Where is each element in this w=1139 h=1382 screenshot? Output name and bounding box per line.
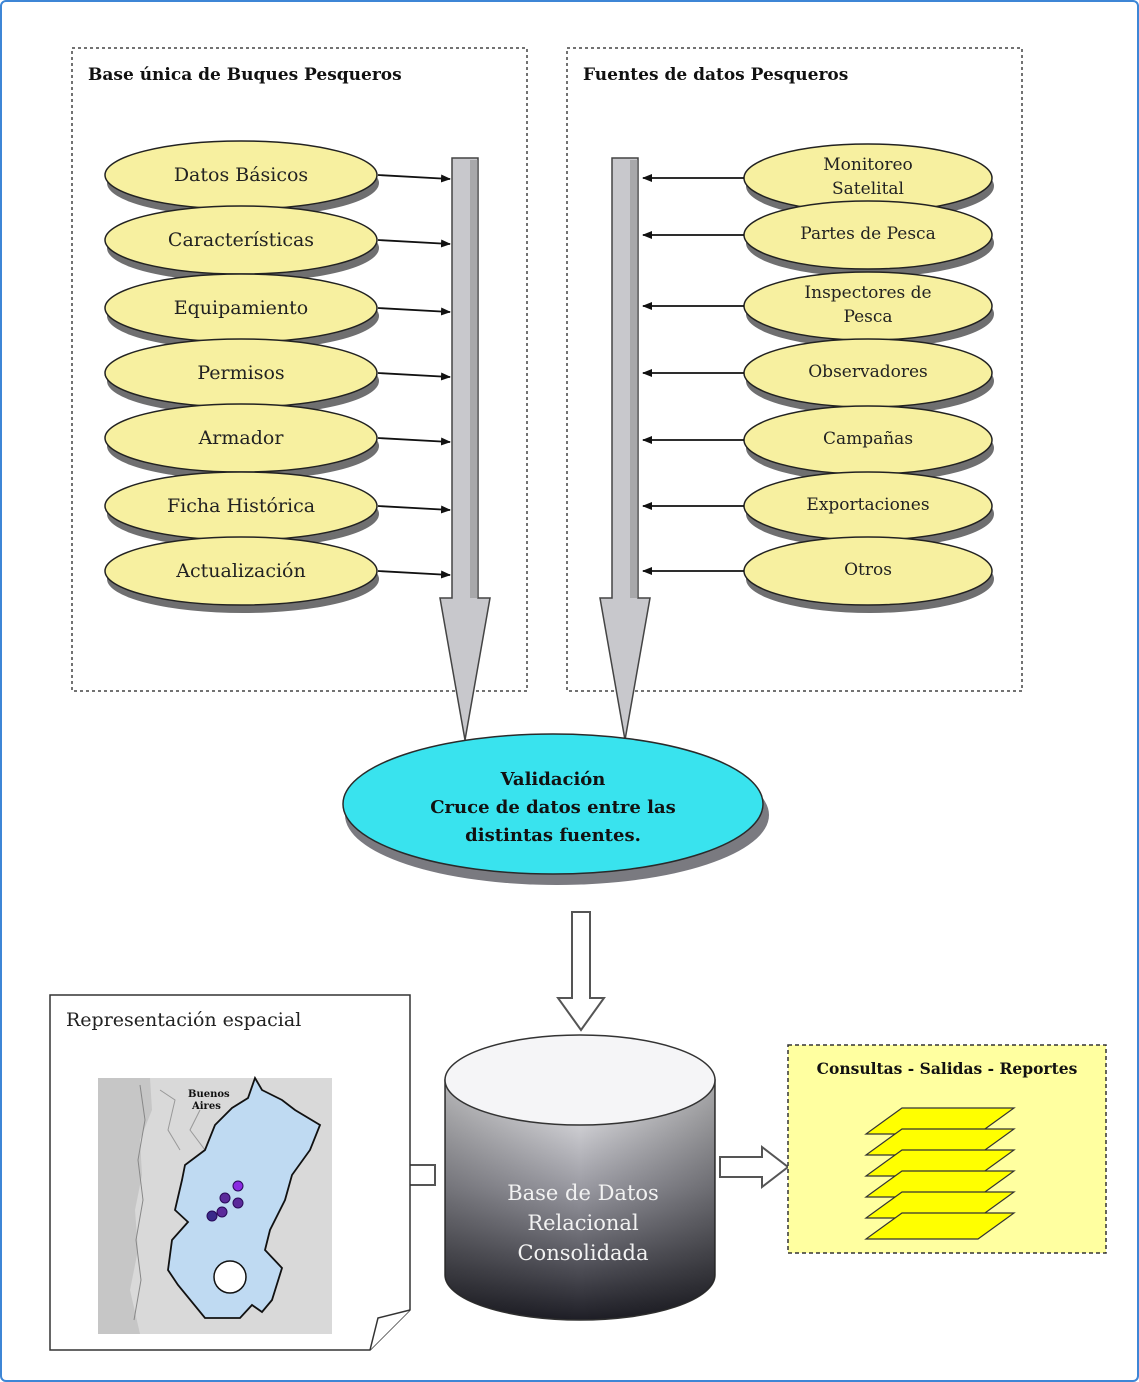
right-item-label: Partes de Pesca — [800, 224, 935, 244]
map-point — [219, 1192, 231, 1204]
right-item-label: Otros — [844, 560, 892, 580]
right-flow-arrow — [599, 157, 651, 741]
text-line: Validación — [500, 769, 606, 790]
down-arrow — [556, 911, 606, 1032]
left-item-3: Equipamiento — [104, 273, 451, 350]
map-marker-circle — [213, 1260, 247, 1294]
right-item-label: Campañas — [823, 429, 913, 449]
right-item-label: Satelital — [832, 179, 904, 199]
left-item-label: Características — [168, 229, 314, 251]
right-item-label: Pesca — [843, 307, 892, 327]
map-label-buenos: Buenos — [188, 1089, 230, 1100]
map-image: Buenos Aires — [98, 1075, 332, 1334]
spatial-title: Representación espacial — [66, 1009, 301, 1031]
left-item-label: Ficha Histórica — [167, 495, 315, 517]
right-item-6: Exportaciones — [642, 471, 994, 548]
right-panel-title: Fuentes de datos Pesqueros — [583, 65, 848, 85]
right-item-2: Partes de Pesca — [642, 200, 994, 277]
right-item-5: Campañas — [642, 405, 994, 482]
right-panel: Fuentes de datos Pesqueros MonitoreoSate… — [566, 47, 1023, 692]
report-layer — [864, 1212, 1016, 1240]
right-big-arrow — [599, 157, 651, 741]
left-item-arrow — [377, 307, 451, 316]
left-item-label: Permisos — [197, 362, 284, 384]
map-point — [232, 1197, 244, 1209]
text-line: Consolidada — [517, 1241, 648, 1265]
left-item-7: Actualización — [104, 536, 451, 613]
text-line: Cruce de datos entre las — [430, 797, 676, 818]
left-item-2: Características — [104, 205, 451, 282]
left-item-4: Permisos — [104, 338, 451, 415]
left-item-arrow — [377, 505, 451, 514]
right-item-3: Inspectores de Pesca — [642, 271, 994, 348]
left-item-label: Equipamiento — [174, 297, 308, 319]
left-item-arrow — [377, 174, 451, 183]
left-item-arrow — [377, 239, 451, 248]
left-item-6: Ficha Histórica — [104, 471, 451, 548]
map-point — [232, 1180, 244, 1192]
right-item-label: Observadores — [808, 362, 928, 382]
spatial-panel: Representación espacial Buenos Aires — [49, 994, 411, 1351]
right-item-7: Otros — [642, 536, 994, 613]
left-panel-title: Base única de Buques Pesqueros — [88, 65, 402, 85]
left-item-1: Datos Básicos — [104, 140, 451, 217]
map-label-aires: Aires — [191, 1101, 221, 1112]
sea-region-shape — [167, 1075, 322, 1319]
text-line: Base de Datos — [507, 1181, 659, 1205]
map-point — [216, 1206, 228, 1218]
arrow-to-outputs — [719, 1144, 790, 1190]
report-layers-icon — [864, 1107, 1016, 1240]
left-flow-arrow — [439, 157, 491, 741]
left-item-arrow — [377, 437, 451, 446]
left-item-5: Armador — [104, 403, 451, 480]
left-item-arrow — [377, 372, 451, 381]
left-item-label: Datos Básicos — [174, 164, 308, 186]
left-item-label: Armador — [198, 427, 285, 449]
left-item-label: Actualización — [175, 560, 305, 582]
left-item-arrow — [377, 570, 451, 579]
map-point — [206, 1210, 218, 1222]
left-panel: Base única de Buques Pesqueros Datos Bás… — [71, 47, 528, 692]
right-item-label: Monitoreo — [823, 155, 913, 175]
right-item-label: Inspectores de — [804, 283, 931, 303]
right-item-label: Exportaciones — [806, 495, 929, 515]
text-line: Relacional — [527, 1211, 639, 1235]
right-item-4: Observadores — [642, 338, 994, 415]
outputs-panel: Consultas - Salidas - Reportes — [787, 1044, 1107, 1254]
text-line: distintas fuentes. — [465, 825, 641, 846]
left-big-arrow — [439, 157, 491, 741]
left-item-list: Datos BásicosCaracterísticasEquipamiento… — [104, 140, 451, 613]
outputs-title: Consultas - Salidas - Reportes — [817, 1059, 1078, 1078]
